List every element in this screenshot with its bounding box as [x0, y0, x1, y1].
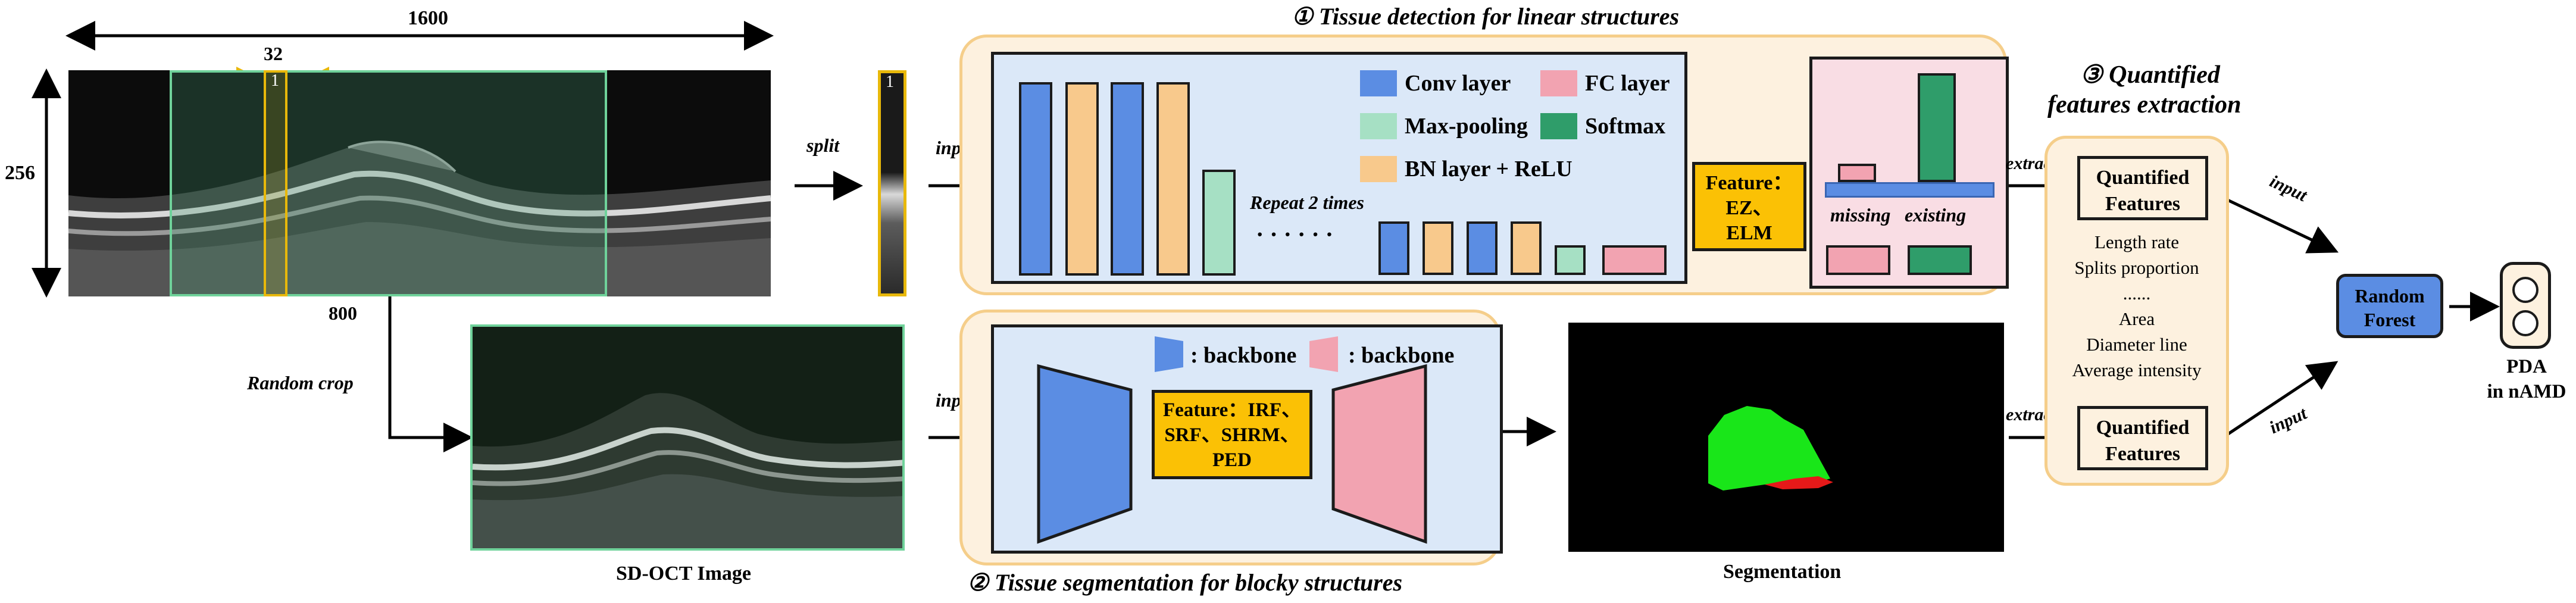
- legend-conv-swatch: [1360, 70, 1397, 96]
- stage2-feature-box: Feature：IRF、 SRF、SHRM、 PED: [1152, 390, 1312, 479]
- split-strip-index: 1: [886, 73, 894, 91]
- repeat-label: Repeat 2 times: [1250, 192, 1364, 213]
- stage1-feature-box: Feature： EZ、 ELM: [1692, 162, 1806, 251]
- feature-item: Splits proportion: [2074, 257, 2199, 278]
- conv-layer-block: [1467, 221, 1498, 275]
- fc-layer-block: [1602, 245, 1667, 275]
- split-label: split: [806, 135, 840, 156]
- legend-fc-swatch: [1540, 70, 1577, 96]
- conv-layer-block: [1378, 221, 1409, 275]
- result-icon: [2500, 262, 2551, 349]
- existing-probability-bar: [1918, 73, 1956, 182]
- crop-region-overlay: [170, 70, 607, 296]
- stage1-title: ① Tissue detection for linear structures: [1292, 3, 1680, 30]
- sd-oct-cropped-scan: [470, 324, 905, 551]
- strip-index-label: 1: [271, 71, 279, 90]
- existing-label: existing: [1905, 204, 1967, 226]
- crop-width-label: 800: [329, 302, 357, 324]
- conv-layer-bar: [1111, 82, 1144, 276]
- segmentation-map: [1568, 323, 2004, 552]
- stage2-feature-line2: SRF、SHRM、: [1164, 424, 1300, 446]
- random-forest-box: Random Forest: [2336, 274, 2443, 338]
- height-label: 256: [5, 162, 35, 184]
- feature-item: Area: [2118, 308, 2155, 329]
- stage1-feature-line3: ELM: [1726, 222, 1772, 244]
- stage3-title-line2: features extraction: [2047, 91, 2242, 118]
- legend-bn-label: BN layer + ReLU: [1405, 157, 1573, 182]
- quantified-features-box-top: Quantified Features: [2077, 156, 2208, 220]
- legend-pool-swatch: [1360, 113, 1397, 139]
- strip-width-label: 32: [264, 43, 283, 64]
- max-pooling-block: [1555, 245, 1586, 275]
- result-label-line2: in nAMD: [2487, 381, 2566, 402]
- legend-conv-label: Conv layer: [1405, 71, 1511, 96]
- probability-baseline: [1825, 182, 1994, 198]
- width-label: 1600: [408, 7, 448, 29]
- stage2-feature-line1: Feature：IRF、: [1162, 399, 1302, 421]
- bn-layer-block: [1423, 221, 1453, 275]
- output-softmax-block: [1908, 245, 1972, 275]
- stage2-feature-line3: PED: [1212, 449, 1252, 471]
- output-fc-block: [1826, 245, 1890, 275]
- segmentation-caption: Segmentation: [1723, 561, 1842, 583]
- result-indicator-bottom: [2512, 310, 2539, 336]
- stage1-feature-line2: EZ、: [1725, 197, 1773, 219]
- bn-layer-bar: [1156, 82, 1190, 276]
- conv-layer-bar: [1019, 82, 1052, 276]
- stage2-legend-shapes: [1155, 336, 1338, 372]
- feature-item: Length rate: [2094, 232, 2179, 252]
- feature-item: Diameter line: [2086, 334, 2187, 355]
- feature-list: Length rate Splits proportion ...... Are…: [2050, 229, 2223, 383]
- feature-item: ......: [2122, 283, 2151, 304]
- legend-softmax-label: Softmax: [1585, 114, 1666, 139]
- legend-softmax-swatch: [1540, 113, 1577, 139]
- legend-fc-label: FC layer: [1585, 71, 1670, 96]
- encoder-decoder-shapes: [1037, 364, 1427, 544]
- sd-oct-full-scan: [68, 70, 771, 296]
- bn-layer-bar: [1065, 82, 1099, 276]
- result-label: PDA in nAMD: [2476, 354, 2576, 404]
- result-indicator-top: [2512, 277, 2539, 303]
- random-crop-label: Random crop: [247, 372, 354, 393]
- legend-decoder-label: : backbone: [1348, 343, 1455, 368]
- quantified-features-box-bottom: Quantified Features: [2077, 406, 2208, 470]
- ellipsis-dots: · · · · · ·: [1256, 221, 1334, 248]
- segmented-region-red: [1765, 476, 1833, 489]
- missing-probability-bar: [1838, 164, 1876, 182]
- strip-region-overlay: [264, 70, 287, 296]
- legend-bn-swatch: [1360, 156, 1397, 182]
- bn-layer-block: [1511, 221, 1542, 275]
- stage1-feature-line1: Feature：: [1705, 172, 1793, 194]
- legend-encoder-label: : backbone: [1190, 343, 1297, 368]
- stage3-title-line1: ③ Quantified: [2080, 61, 2220, 89]
- feature-item: Average intensity: [2072, 360, 2202, 380]
- max-pooling-bar: [1202, 170, 1236, 276]
- sd-oct-caption: SD-OCT Image: [616, 563, 751, 585]
- missing-label: missing: [1830, 204, 1891, 226]
- legend-pool-label: Max-pooling: [1405, 114, 1528, 139]
- result-label-line1: PDA: [2506, 356, 2547, 377]
- split-strip-image: [878, 70, 906, 296]
- stage2-title: ② Tissue segmentation for blocky structu…: [967, 569, 1403, 596]
- segmented-region-green: [1708, 406, 1830, 490]
